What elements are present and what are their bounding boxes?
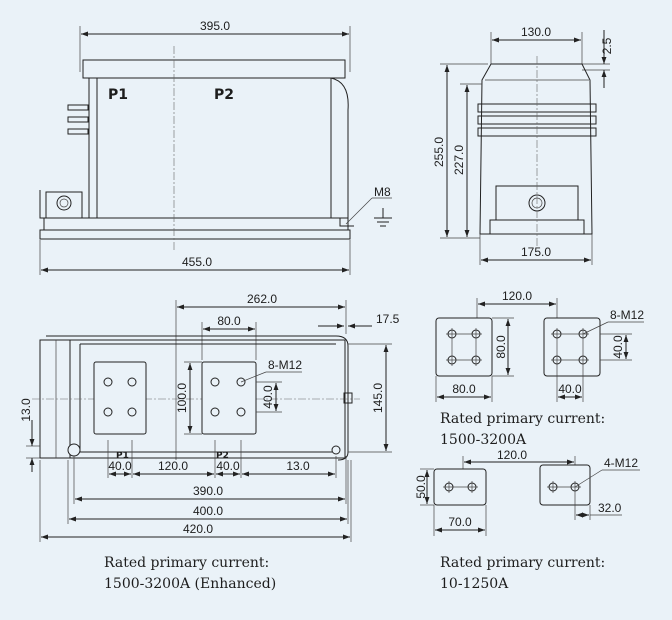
detail-upper-hole-pitch: 40.0 xyxy=(558,382,582,396)
plan-holes-label: 8-M12 xyxy=(268,358,302,372)
caption-enhanced-line1: Rated primary current: xyxy=(104,555,270,571)
caption-enhanced: Rated primary current: 1500-3200A (Enhan… xyxy=(104,553,276,595)
plan-dimension-145: 145.0 xyxy=(371,383,385,413)
plan-view: 262.0 17.5 80.0 xyxy=(19,292,400,542)
front-base-dimension: 455.0 xyxy=(182,255,212,269)
plan-dimension-80: 80.0 xyxy=(217,314,241,328)
plan-dimension-420: 420.0 xyxy=(183,522,213,536)
caption-upper: Rated primary current: 1500-3200A xyxy=(440,409,605,451)
plan-dimension-400: 400.0 xyxy=(193,504,223,518)
mounting-hole-icon xyxy=(446,328,482,366)
detail-lower-plate-width: 70.0 xyxy=(448,515,472,529)
plan-body xyxy=(32,335,360,461)
caption-upper-line1: Rated primary current: xyxy=(440,411,606,427)
caption-upper-line2: 1500-3200A xyxy=(440,432,527,448)
plan-dimension-17-5: 17.5 xyxy=(376,312,400,326)
detail-lower: 120.0 50.0 70.0 4-M12 32.0 xyxy=(414,448,640,536)
detail-upper-plate-width: 80.0 xyxy=(452,382,476,396)
plan-dimension-13-bottom: 13.0 xyxy=(286,459,310,473)
terminal-label-p2: P2 xyxy=(214,87,234,103)
side-top-width-dimension: 130.0 xyxy=(521,25,551,39)
terminal-plate-p1 xyxy=(93,361,147,435)
detail-upper-plate-left xyxy=(435,317,493,377)
plan-terminal-label-p2: P2 xyxy=(216,451,229,461)
detail-lower-span: 120.0 xyxy=(497,448,527,462)
plan-dimension-390: 390.0 xyxy=(193,484,223,498)
plan-dimension-40-vertical: 40.0 xyxy=(261,385,275,409)
detail-upper-hole-spacing: 40.0 xyxy=(611,335,625,359)
side-view: 130.0 2.5 255.0 227.0 175.0 xyxy=(432,25,614,265)
side-base-width-dimension: 175.0 xyxy=(521,245,551,259)
detail-upper-holes-label: 8-M12 xyxy=(610,308,644,322)
side-top-offset-dimension: 2.5 xyxy=(600,37,614,54)
caption-lower: Rated primary current: 10-1250A xyxy=(440,553,605,595)
mounting-hole-icon xyxy=(103,377,246,417)
terminal-label-p1: P1 xyxy=(108,87,128,103)
plan-terminal-label-p1: P1 xyxy=(116,451,129,461)
plan-dimension-40-b: 40.0 xyxy=(216,459,240,473)
detail-upper-plate-right xyxy=(543,317,601,377)
plan-dimension-262: 262.0 xyxy=(247,292,277,306)
front-view: 395.0 P1 P2 M8 xyxy=(39,19,392,275)
detail-upper: 120.0 80.0 80.0 8-M12 40.0 xyxy=(435,289,644,402)
detail-lower-plate-right xyxy=(539,464,591,506)
ground-icon xyxy=(374,208,392,227)
transformer-body-side xyxy=(477,56,597,248)
terminal-plate-p2 xyxy=(201,361,257,435)
detail-lower-holes-label: 4-M12 xyxy=(604,456,638,470)
detail-upper-plate-height: 80.0 xyxy=(494,335,508,359)
plan-dimension-40-a: 40.0 xyxy=(108,459,132,473)
ground-bolt-label: M8 xyxy=(374,185,391,199)
caption-enhanced-line2: 1500-3200A (Enhanced) xyxy=(104,576,277,592)
caption-lower-line1: Rated primary current: xyxy=(440,555,606,571)
plan-dimension-100: 100.0 xyxy=(175,383,189,413)
detail-upper-span: 120.0 xyxy=(502,289,532,303)
side-height-body-dimension: 227.0 xyxy=(452,145,466,175)
caption-lower-line2: 10-1250A xyxy=(440,576,509,592)
plan-dimension-13-side: 13.0 xyxy=(19,398,33,422)
terminal-hole xyxy=(56,195,72,211)
detail-lower-offset: 32.0 xyxy=(598,501,622,515)
front-width-dimension: 395.0 xyxy=(200,19,230,33)
side-height-total-dimension: 255.0 xyxy=(432,137,446,167)
transformer-body-front xyxy=(39,46,354,250)
mounting-hole-icon xyxy=(443,481,478,493)
detail-lower-plate-height: 50.0 xyxy=(414,475,428,499)
plan-dimension-120: 120.0 xyxy=(158,459,188,473)
